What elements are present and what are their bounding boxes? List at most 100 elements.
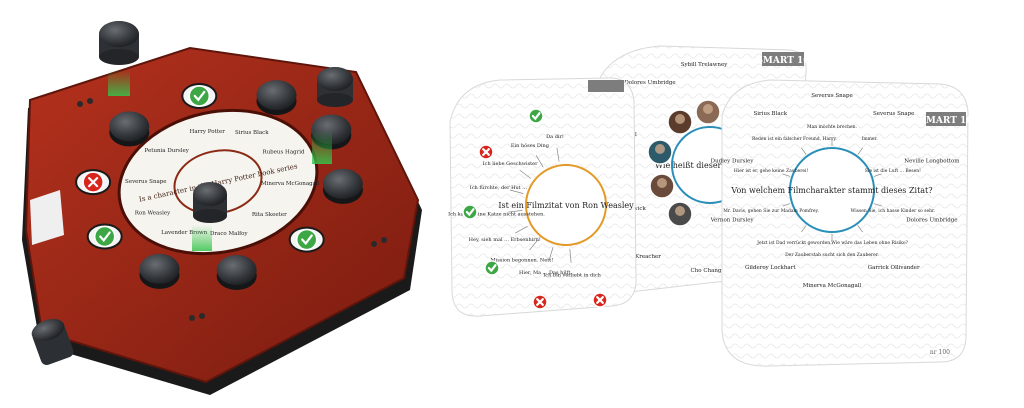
character-name-label: Dolores Umbridge <box>624 80 675 86</box>
board-answer-label: Ron Weasley <box>135 210 171 216</box>
card-brand-label: SMART 10 <box>919 116 972 126</box>
cross-mark-icon <box>82 171 104 193</box>
card-brand-label: SMART 10 <box>756 56 809 66</box>
card-quote-question: Ist ein Filmzitat von Ron Weasley Da dir… <box>448 77 637 317</box>
quote-answer-label: Ich kann deine Katze nicht ausstehen. <box>448 212 545 218</box>
check-mark-icon <box>484 260 500 276</box>
card-footer-number: nr 100 <box>930 349 950 356</box>
board-answer-label: Severus Snape <box>125 179 167 185</box>
quote-label: Wie wäre das Leben ohne Risiko? <box>831 240 908 246</box>
board-answer-label: Harry Potter <box>190 129 226 135</box>
quote-answer-label: Ich bin verliebt in dich <box>543 273 601 279</box>
character-portrait <box>647 139 673 165</box>
board-answer-label: Minerva McGonagall <box>261 181 320 187</box>
answer-spoke <box>782 203 791 207</box>
dropped-lid <box>31 318 74 366</box>
quote-labels: Man möchte brechen. Immer. Sie ist die Luf… <box>723 124 935 258</box>
character-portrait <box>667 201 693 227</box>
answer-lid <box>139 253 180 289</box>
character-portrait <box>695 99 721 125</box>
answer-spoke <box>801 147 807 155</box>
quote-answer-label: Ein höses Ding <box>511 143 550 149</box>
check-mark-icon <box>528 108 544 124</box>
quote-answer-label: Ich liebe Geschwister <box>483 161 538 167</box>
quote-answer-label: Hey, sieh mal ... Erbsenhirn! <box>469 237 541 243</box>
floating-lid <box>312 67 353 164</box>
character-name-label: Garrick Ollivander <box>868 265 920 271</box>
character-portrait <box>649 173 675 199</box>
character-name-label: Dudley Dursley <box>711 159 755 165</box>
answer-spoke <box>873 203 882 207</box>
floating-lid <box>99 21 139 96</box>
answer-lid <box>216 255 257 290</box>
quote-label: Man möchte brechen. <box>807 124 858 130</box>
character-name-label: Vernon Dursley <box>710 217 755 223</box>
answer-spoke <box>556 147 560 162</box>
card-brand-badge <box>926 112 966 126</box>
answer-spoke <box>519 169 532 179</box>
answer-lid <box>322 168 363 204</box>
character-name-label: Kreacher <box>635 254 661 260</box>
answer-lid <box>109 111 150 147</box>
card-quote-author-question: SMART 10 Von welchem Filmcharakter stamm… <box>710 79 973 367</box>
quote-answer-label: Hier, Ma ... Das hilft. <box>519 270 572 276</box>
answer-lid <box>256 80 297 116</box>
quote-label: Reden ist ein falscher Freund, Harry. <box>752 136 837 142</box>
answer-spoke <box>515 225 528 234</box>
quote-answer-label: Mission begonnen. Nett! <box>490 257 553 263</box>
card-mid-question: Wie heißt dieser Charakter <box>655 161 766 170</box>
floating-lid <box>192 182 227 251</box>
cross-mark-icon <box>592 292 608 308</box>
board-answer-label: Rita Skeeter <box>252 212 287 218</box>
board-answer-label: Petunia Dursley <box>145 148 190 154</box>
board-answer-label: Rubeus Hagrid <box>262 150 305 156</box>
character-name-label: Severus Snape <box>811 93 853 99</box>
board-answer-label: Sirius Black <box>235 130 269 136</box>
answer-spoke <box>509 189 524 194</box>
answer-spoke <box>529 238 539 251</box>
check-mark-icon <box>188 85 211 107</box>
answer-spoke <box>782 173 791 177</box>
character-name-label: Severus Snape <box>873 111 915 117</box>
card-question-ring <box>525 164 607 246</box>
answer-spoke <box>873 173 882 177</box>
quote-answer-label: Da dir! <box>546 134 564 140</box>
answer-spoke <box>857 225 863 233</box>
character-name-label: Sirius Black <box>754 111 788 117</box>
answer-spoke <box>569 248 572 263</box>
quote-label: Wissen Sie, ich hasse Kinder so sehr. <box>851 208 936 214</box>
character-name-label: Minerva McGonagall <box>803 283 862 289</box>
cross-mark-icon <box>478 144 494 160</box>
character-name-label: Sybill Trelawney <box>681 62 729 68</box>
quote-label: Der Zauberstab sucht sich den Zauberer. <box>785 252 879 258</box>
check-mark-icon <box>462 204 478 220</box>
check-mark-icon <box>93 225 116 248</box>
card-right-question: Von welchem Filmcharakter stammt dieses … <box>730 186 932 195</box>
board-answer-label: Lavender Brown <box>161 230 208 236</box>
quote-label: Immer. <box>862 136 879 142</box>
board-answer-label: Draco Malfoy <box>210 231 248 237</box>
character-name-label: Cho Chang <box>691 268 722 274</box>
character-portrait <box>667 109 693 135</box>
check-mark-icon <box>295 228 318 251</box>
quote-label: Hier ist er, gehe keine Zauberei! <box>734 168 809 174</box>
answer-spoke <box>857 147 863 155</box>
character-name-label: Neville Longbottom <box>904 159 960 165</box>
answer-spoke <box>508 210 523 213</box>
character-name-label: Dolores Umbridge <box>906 217 957 223</box>
card-question-ring <box>789 147 875 233</box>
card-brand-badge <box>762 52 804 66</box>
answer-marks <box>462 108 608 310</box>
game-board: Is a character in the Harry Potter book … <box>22 46 422 395</box>
character-name-label: Gilderoy Lockhart <box>745 265 796 271</box>
quote-label: Sie ist die Luft ... Besen! <box>865 168 921 174</box>
answer-spoke <box>548 246 554 261</box>
cross-mark-icon <box>532 294 548 310</box>
quote-answer-label: Ich fürchte, der Hut ... <box>470 185 528 191</box>
quote-label: Mr. Davis, gehen Sie zur Madam Pomfrey. <box>723 208 819 214</box>
quote-label: Jetzt ist Dad verrückt geworden. <box>756 240 832 246</box>
